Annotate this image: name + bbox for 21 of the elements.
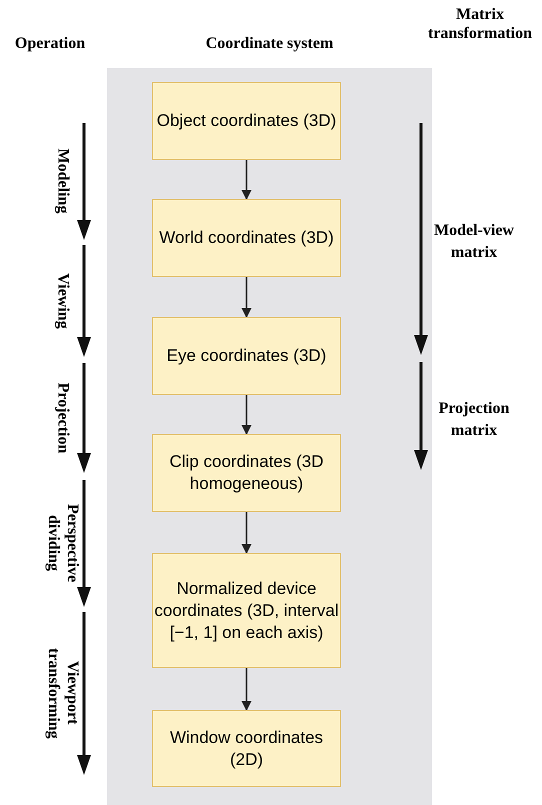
arrow: [242, 277, 252, 318]
operation-label: Viewing: [54, 273, 72, 329]
column-heading: Coordinate system: [206, 34, 334, 53]
arrow: [242, 512, 252, 554]
coordinate-box: Window coordinates (2D): [152, 710, 341, 787]
operation-label: Projection matrix: [438, 399, 510, 441]
coordinate-box: Object coordinates (3D): [152, 82, 341, 160]
arrow: [242, 395, 252, 435]
operation-label: Modeling: [54, 148, 72, 214]
coordinate-box: Normalized device coordinates (3D, interval [−1, 1] on each axis): [152, 553, 341, 668]
column-heading: Matrix transformation: [427, 5, 533, 43]
column-heading: Operation: [14, 34, 86, 53]
coordinate-box: World coordinates (3D): [152, 199, 341, 277]
operation-label: Model-view matrix: [433, 221, 515, 263]
coordinate-box: Clip coordinates (3D homogeneous): [152, 434, 341, 512]
coordinate-box: Eye coordinates (3D): [152, 317, 341, 395]
arrow: [242, 668, 252, 711]
operation-label: Perspective dividing: [44, 502, 82, 584]
operation-label: Projection: [54, 382, 72, 454]
arrow: [242, 160, 252, 200]
operation-label: Viewport transforming: [44, 646, 82, 740]
